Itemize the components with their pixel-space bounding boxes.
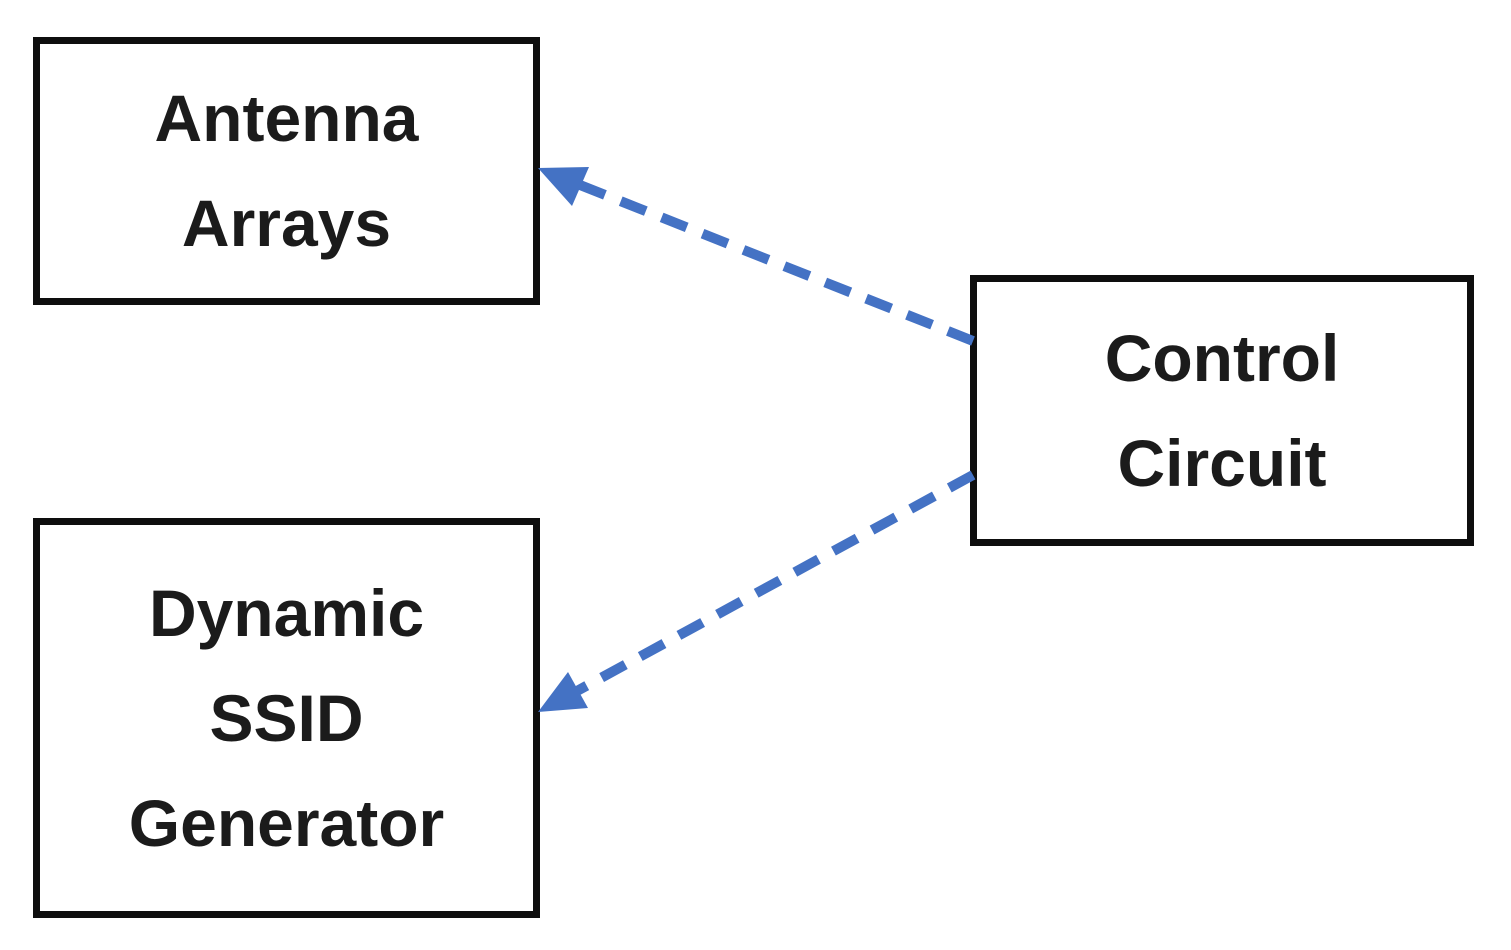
edge-control-to-antenna-arrowhead-icon bbox=[538, 167, 589, 206]
node-dynamic-ssid-generator-label-line1: Dynamic bbox=[148, 575, 425, 650]
node-control-circuit-label-line2: Circuit bbox=[1117, 425, 1327, 500]
node-control-circuit-label-line1: Control bbox=[1104, 320, 1340, 395]
node-control-circuit: Control Circuit bbox=[970, 275, 1474, 546]
edge-control-to-ssid-arrowhead-icon bbox=[538, 672, 588, 712]
node-dynamic-ssid-generator-label-line3: Generator bbox=[128, 785, 445, 860]
node-antenna-arrays: Antenna Arrays bbox=[33, 37, 540, 305]
edge-control-to-antenna bbox=[538, 167, 975, 346]
edge-control-to-antenna-dashed-line bbox=[578, 180, 975, 346]
edge-control-to-ssid bbox=[538, 470, 976, 712]
node-antenna-arrays-label-line1: Antenna bbox=[154, 81, 419, 155]
edge-control-to-ssid-dashed-line bbox=[574, 470, 976, 696]
node-antenna-arrays-label-line2: Arrays bbox=[181, 186, 392, 260]
node-dynamic-ssid-generator: Dynamic SSID Generator bbox=[33, 518, 540, 918]
node-dynamic-ssid-generator-label-line2: SSID bbox=[209, 680, 364, 755]
